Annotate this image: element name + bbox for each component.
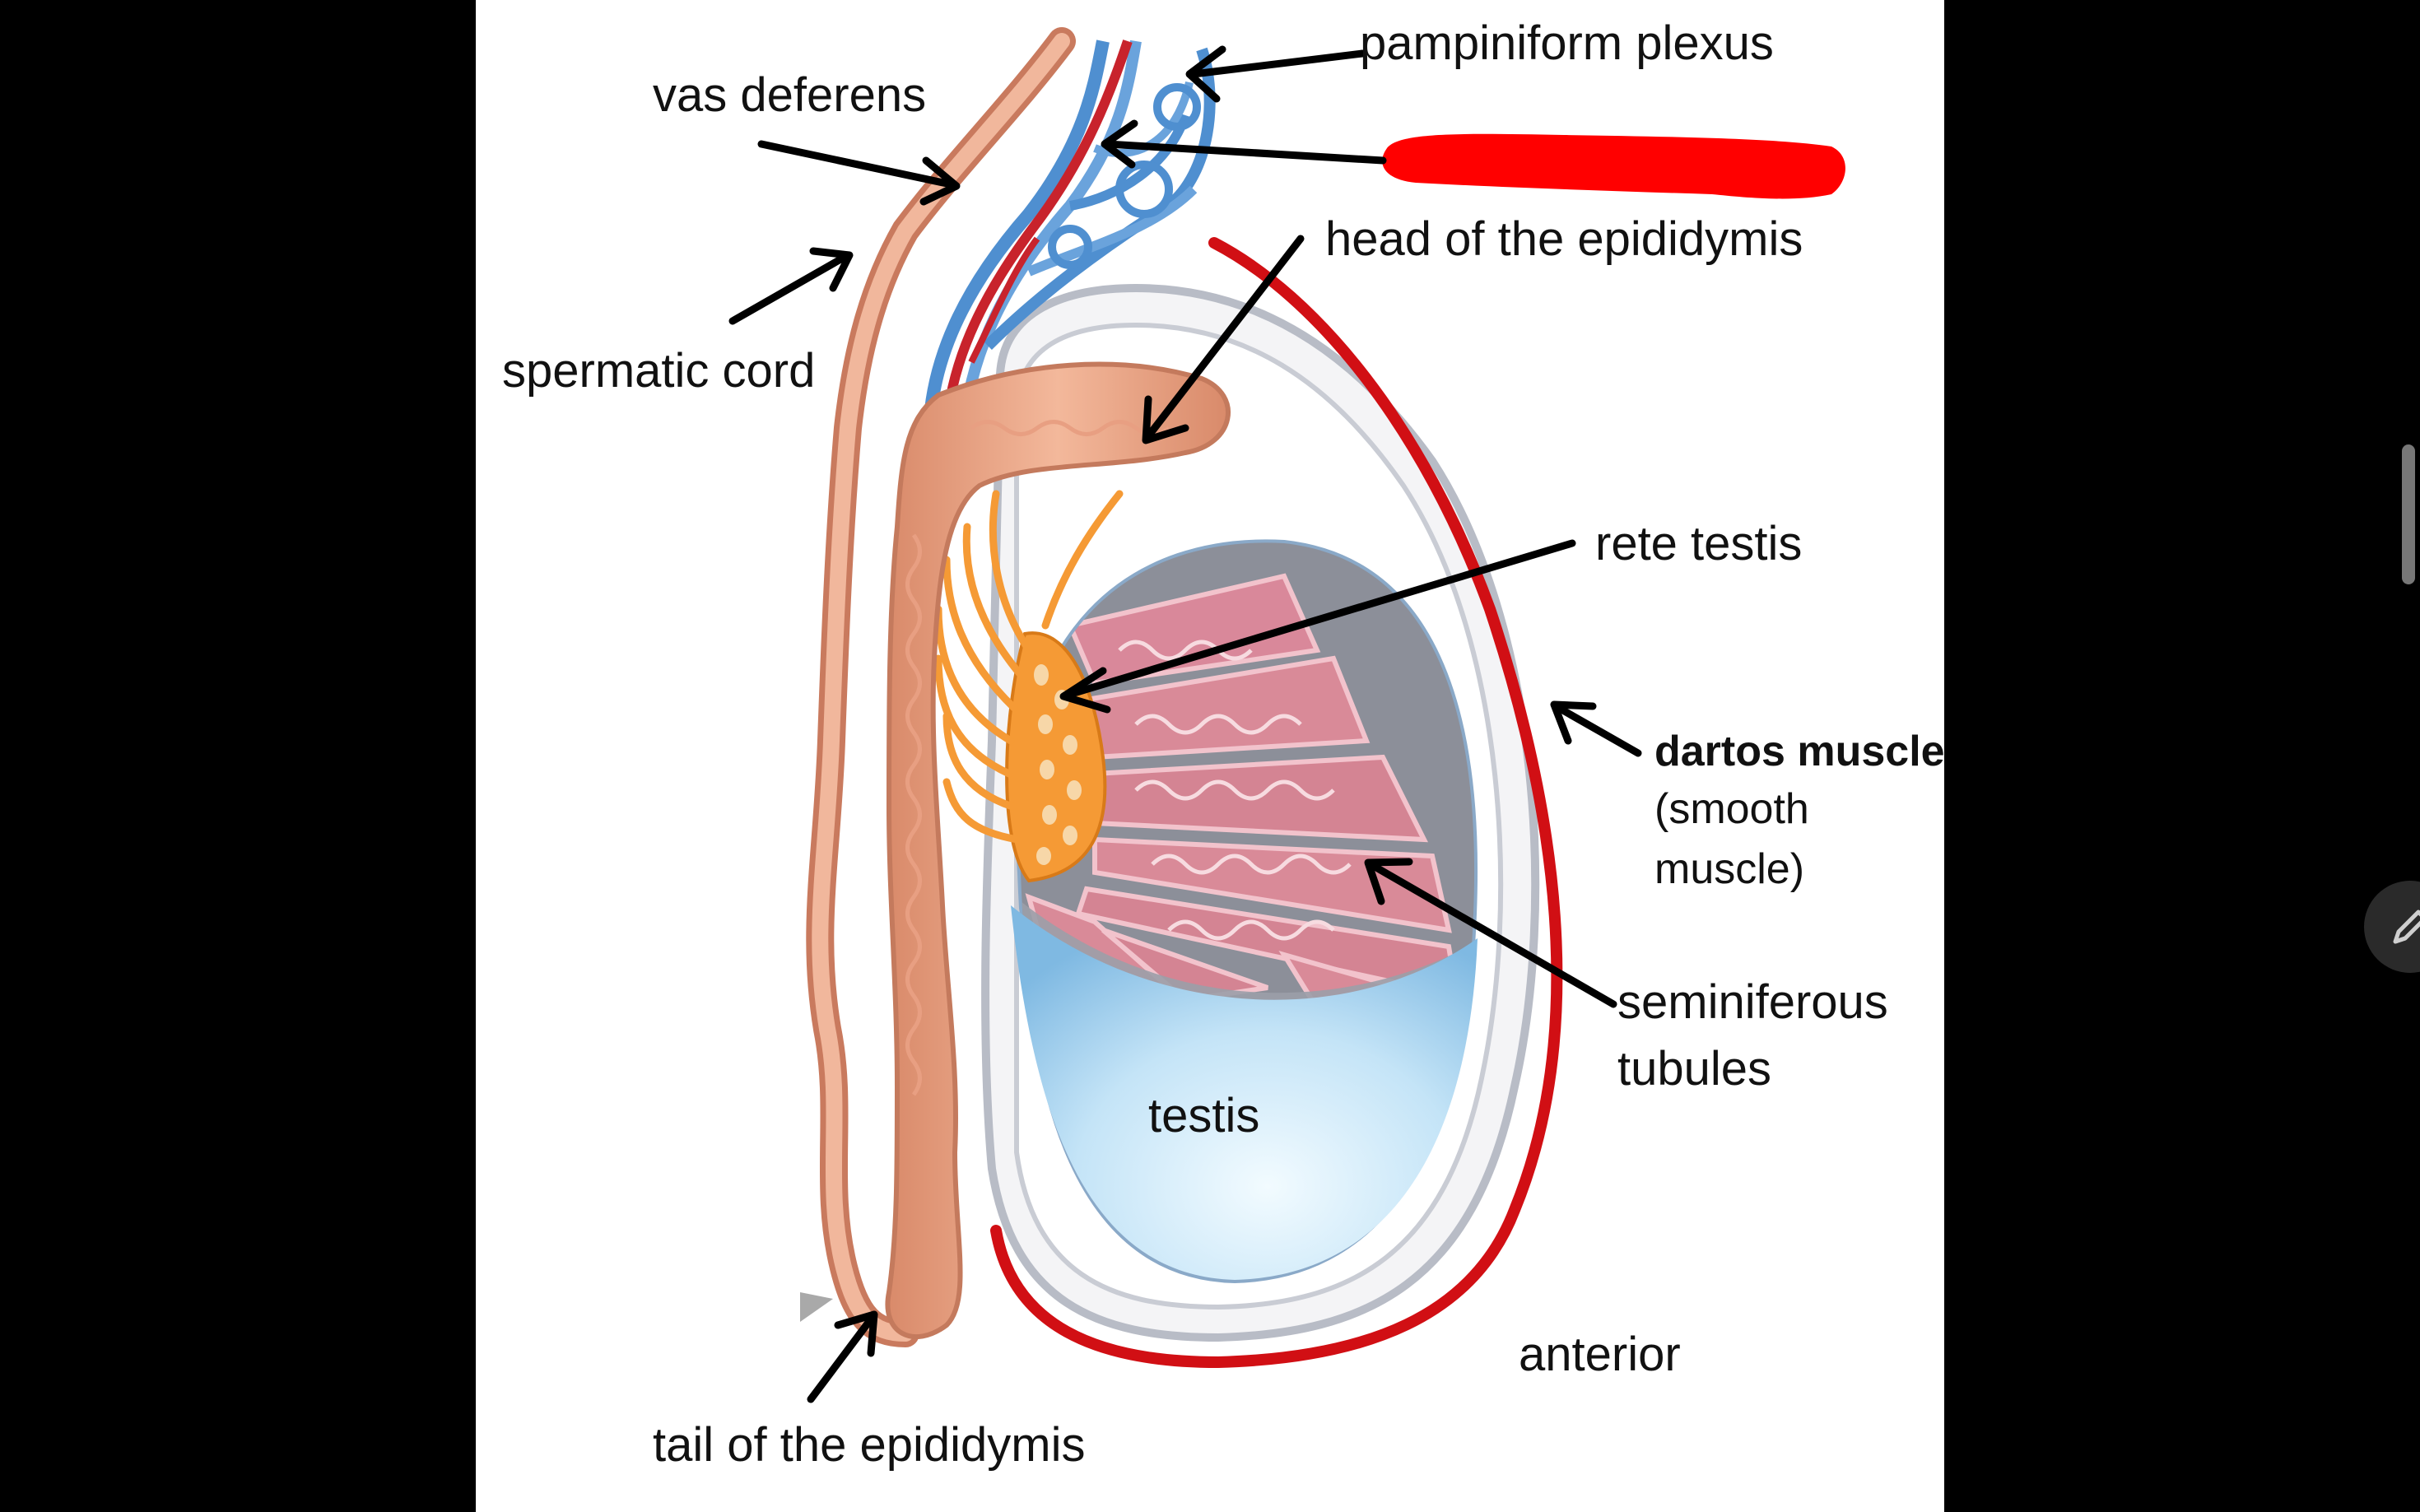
label-seminiferous: seminiferous	[1617, 975, 1888, 1029]
label-dartos-muscle: dartos muscle	[1654, 728, 1945, 775]
label-dartos-smooth: (smooth	[1654, 785, 1809, 833]
redaction-mark	[1382, 133, 1845, 199]
label-anterior: anterior	[1519, 1328, 1681, 1381]
label-tail-of-epididymis: tail of the epididymis	[653, 1418, 1085, 1472]
leader-arrows	[728, 45, 1642, 1403]
label-testis: testis	[1148, 1089, 1259, 1142]
dartos-muscle-outline	[990, 237, 1563, 1369]
epididymis	[885, 361, 1231, 1340]
pencil-icon	[2393, 910, 2420, 944]
label-vas-deferens: vas deferens	[653, 68, 926, 122]
scroll-handle[interactable]	[2402, 444, 2415, 584]
tubule-lobules	[1019, 542, 1475, 1037]
testis-lower-half	[1011, 905, 1478, 1280]
label-head-of-epididymis: head of the epididymis	[1325, 212, 1803, 266]
label-pampiniform-plexus: pampiniform plexus	[1360, 16, 1774, 70]
grey-marker	[800, 1292, 833, 1322]
label-spermatic-cord: spermatic cord	[502, 344, 815, 398]
label-dartos-muscle-paren: muscle)	[1654, 845, 1804, 893]
label-tubules: tubules	[1617, 1042, 1771, 1096]
label-rete-testis: rete testis	[1595, 517, 1802, 570]
